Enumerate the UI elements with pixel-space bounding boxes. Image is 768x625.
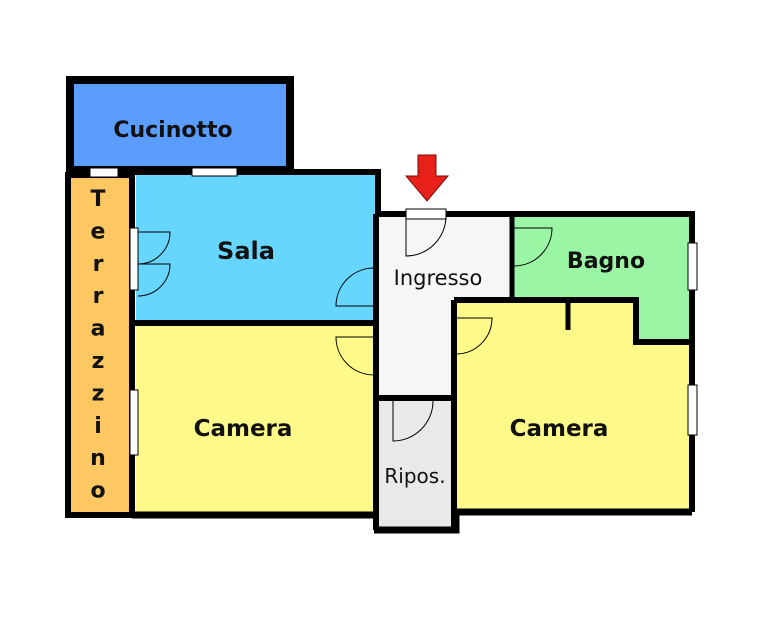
room-bagno[interactable] (512, 214, 692, 342)
windows (89, 167, 698, 456)
room-label-camera-right: Camera (510, 416, 609, 442)
down-arrow-icon (404, 154, 450, 202)
terrazzino-letter: e (91, 219, 106, 244)
terrazzino-letter: r (93, 284, 104, 309)
room-label-camera-left: Camera (194, 416, 293, 442)
room-cucinotto[interactable] (70, 80, 290, 170)
terrazzino-letter: T (90, 187, 105, 212)
room-label-ingresso: Ingresso (394, 266, 483, 290)
terrazzino-letter: o (90, 479, 105, 504)
terrazzino-letter: i (94, 414, 102, 439)
room-ripos[interactable] (376, 398, 454, 528)
room-label-ripos: Ripos. (384, 464, 445, 488)
room-camera-left[interactable] (136, 323, 376, 515)
room-ingresso[interactable] (376, 214, 512, 398)
terrazzino-letter: r (93, 252, 104, 277)
terrazzino-letter: n (90, 446, 106, 471)
room-label-cucinotto: Cucinotto (113, 118, 232, 143)
terrazzino-letter: z (92, 349, 105, 374)
room-terrazzino[interactable] (68, 175, 132, 515)
room-sala[interactable] (136, 173, 376, 323)
room-label-bagno: Bagno (567, 249, 645, 274)
doors (137, 215, 553, 442)
terrazzino-letter: z (92, 381, 105, 406)
room-label-sala: Sala (217, 237, 275, 265)
terrazzino-letter: a (91, 317, 106, 342)
room-camera-right[interactable] (454, 300, 692, 512)
